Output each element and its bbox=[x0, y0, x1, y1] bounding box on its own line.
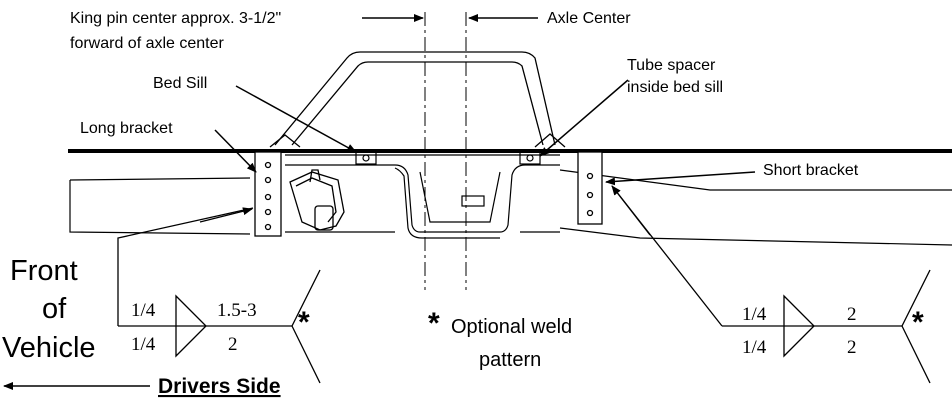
right-weld-tail-star: * bbox=[912, 306, 924, 339]
tube-spacer-arrow bbox=[539, 79, 629, 157]
bed-sill-arrow bbox=[235, 85, 357, 153]
left-weld-top-length: 1.5-3 bbox=[217, 300, 257, 321]
optional-weld-star: * bbox=[428, 307, 440, 340]
king-pin-label: King pin center approx. 3-1/2" bbox=[70, 10, 281, 27]
vehicle-label: Vehicle bbox=[2, 332, 96, 364]
right-weld-top-size: 1/4 bbox=[742, 304, 767, 325]
right-weld-bottom-length: 2 bbox=[847, 337, 857, 358]
tube-spacer-label: Tube spacer bbox=[627, 57, 716, 74]
front-label: Front bbox=[10, 255, 78, 287]
left-weld-tail-star: * bbox=[298, 306, 310, 339]
left-weld-bottom-length: 2 bbox=[228, 334, 238, 355]
right-weld-bottom-size: 1/4 bbox=[742, 337, 767, 358]
gooseneck-hoop bbox=[269, 51, 566, 148]
short-bracket-arrow bbox=[605, 171, 756, 186]
bed-sill-label: Bed Sill bbox=[153, 75, 207, 92]
right-weld-symbol bbox=[611, 185, 931, 384]
left-weld-leader-arrow bbox=[199, 207, 253, 223]
drivers-side-label: Drivers Side bbox=[158, 375, 281, 398]
long-bracket bbox=[254, 151, 282, 237]
right-weld-leader-arrow bbox=[611, 185, 651, 236]
tube-spacer-label-line2: inside bed sill bbox=[627, 79, 723, 96]
optional-weld-label: Optional weld bbox=[451, 316, 572, 338]
left-weld-symbol bbox=[117, 207, 321, 384]
frame-rail bbox=[69, 169, 952, 246]
safety-chain-hook bbox=[289, 169, 345, 231]
left-weld-bottom-size: 1/4 bbox=[131, 334, 156, 355]
short-bracket-label: Short bracket bbox=[763, 162, 859, 179]
frame-assembly bbox=[285, 151, 560, 239]
left-weld-top-size: 1/4 bbox=[131, 300, 156, 321]
long-bracket-arrow bbox=[214, 129, 257, 173]
king-pin-label-line2: forward of axle center bbox=[70, 35, 225, 52]
short-bracket bbox=[577, 151, 603, 225]
axle-center-label: Axle Center bbox=[547, 10, 631, 27]
of-label: of bbox=[42, 293, 67, 325]
long-bracket-label: Long bracket bbox=[80, 120, 173, 137]
right-weld-top-length: 2 bbox=[847, 304, 857, 325]
optional-weld-label-line2: pattern bbox=[479, 349, 541, 371]
